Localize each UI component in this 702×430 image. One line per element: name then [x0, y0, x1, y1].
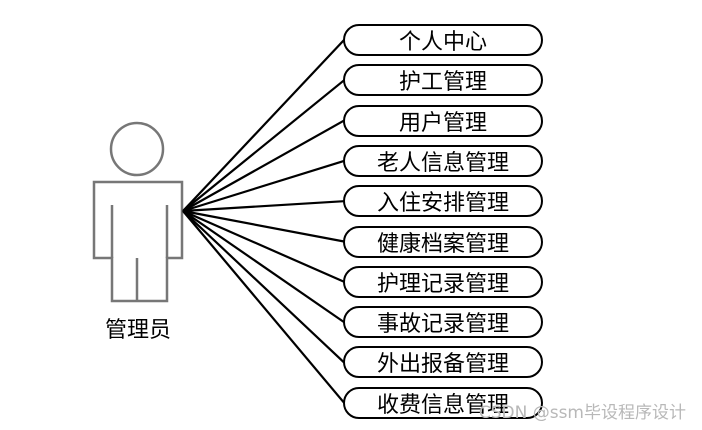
user-figure-icon [92, 121, 184, 303]
use-case-item: 收费信息管理 [343, 386, 543, 419]
use-case-item: 健康档案管理 [343, 225, 543, 258]
use-case-item: 个人中心 [343, 24, 543, 56]
use-case-item: 老人信息管理 [343, 144, 543, 177]
watermark: CSDN @ssm毕设程序设计 [478, 403, 686, 423]
association-line [182, 210, 345, 324]
use-case-item: 事故记录管理 [343, 306, 543, 339]
use-case-item: 外出报备管理 [343, 346, 543, 379]
association-line [182, 79, 345, 212]
association-lines [182, 39, 345, 404]
association-line [182, 119, 345, 212]
association-line [182, 159, 345, 213]
use-case-item: 入住安排管理 [343, 185, 543, 218]
association-line [182, 39, 345, 212]
use-case-item: 用户管理 [343, 104, 543, 137]
association-line [182, 210, 345, 404]
use-case-item: 护理记录管理 [343, 265, 543, 298]
association-line [182, 210, 345, 364]
association-line [182, 209, 345, 243]
use-case-item: 护工管理 [343, 64, 543, 97]
association-line [182, 209, 345, 283]
association-line [182, 200, 345, 213]
actor-label: 管理员 [104, 318, 171, 343]
